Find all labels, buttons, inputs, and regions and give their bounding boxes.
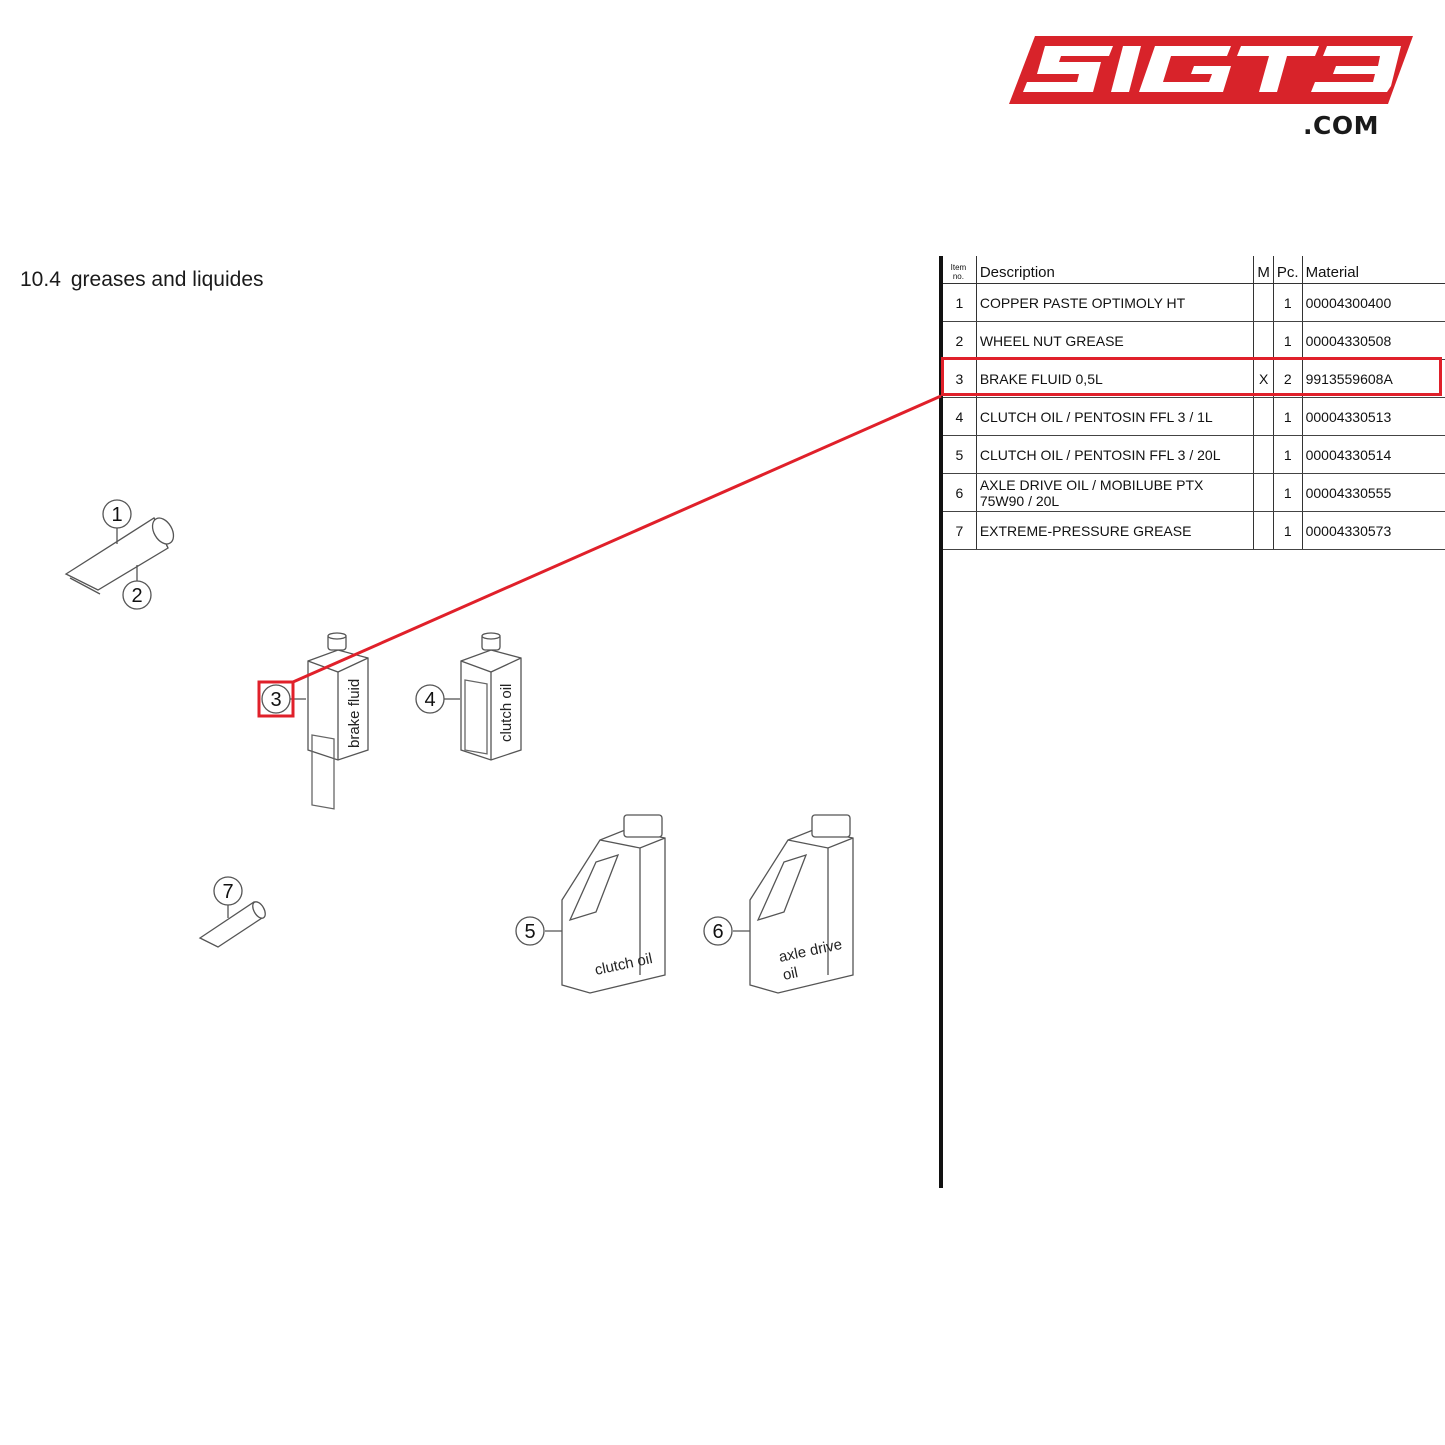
row-m: [1253, 435, 1274, 474]
row-m: [1253, 473, 1274, 512]
callout-6[interactable]: 6: [712, 921, 723, 943]
row-material[interactable]: 00004330514: [1301, 435, 1445, 474]
row-m: [1253, 283, 1274, 322]
section-number: 10.4: [20, 268, 61, 291]
row-description: BRAKE FLUID 0,5L: [975, 359, 1254, 398]
logo-domain-suffix: .COM: [1303, 111, 1379, 140]
header-material: Material: [1301, 256, 1445, 284]
table-row-highlighted[interactable]: 3 BRAKE FLUID 0,5L X 2 9913559608A: [943, 359, 1445, 398]
row-material[interactable]: 00004330513: [1301, 397, 1445, 436]
header-description: Description: [975, 256, 1254, 284]
row-description: CLUTCH OIL / PENTOSIN FFL 3 / 20L: [975, 435, 1254, 474]
callout-3[interactable]: 3: [270, 689, 281, 711]
row-material[interactable]: 9913559608A: [1301, 359, 1445, 398]
callout-1[interactable]: 1: [111, 504, 122, 526]
row-item-no: 1: [943, 283, 977, 322]
table-row[interactable]: 1 COPPER PASTE OPTIMOLY HT 1 00004300400: [943, 283, 1445, 322]
row-material[interactable]: 00004300400: [1301, 283, 1445, 322]
row-item-no: 6: [943, 473, 977, 512]
header-item-no: Item no.: [943, 256, 977, 284]
highlight-connector-line: [292, 394, 942, 684]
row-material[interactable]: 00004330573: [1301, 511, 1445, 550]
row-pc: 1: [1272, 473, 1303, 512]
section-title: 10.4 greases and liquides: [20, 268, 274, 292]
row-description: AXLE DRIVE OIL / MOBILUBE PTX 75W90 / 20…: [975, 473, 1254, 512]
table-divider-line: [939, 256, 943, 1188]
callout-3-highlight: [257, 680, 295, 718]
clutch-oil-small-label: clutch oil: [498, 684, 515, 742]
row-item-no: 3: [943, 359, 977, 398]
table-row[interactable]: 4 CLUTCH OIL / PENTOSIN FFL 3 / 1L 1 000…: [943, 397, 1445, 436]
sigt3-logo: [1009, 36, 1413, 104]
row-m: [1253, 511, 1274, 550]
row-item-no: 2: [943, 321, 977, 360]
parts-table: Item no. Description M Pc. Material 1 CO…: [943, 256, 1445, 550]
callout-7[interactable]: 7: [222, 881, 233, 903]
axle-drive-label-line2: oil: [781, 964, 799, 984]
table-row[interactable]: 5 CLUTCH OIL / PENTOSIN FFL 3 / 20L 1 00…: [943, 435, 1445, 474]
callout-4[interactable]: 4: [424, 689, 435, 711]
row-pc: 2: [1272, 359, 1303, 398]
row-m: X: [1253, 359, 1274, 398]
table-row[interactable]: 6 AXLE DRIVE OIL / MOBILUBE PTX 75W90 / …: [943, 473, 1445, 512]
row-pc: 1: [1272, 511, 1303, 550]
section-name: greases and liquides: [70, 268, 264, 291]
row-pc: 1: [1272, 283, 1303, 322]
table-row[interactable]: 7 EXTREME-PRESSURE GREASE 1 00004330573: [943, 511, 1445, 550]
row-item-no: 4: [943, 397, 977, 436]
row-description: COPPER PASTE OPTIMOLY HT: [975, 283, 1254, 322]
row-pc: 1: [1272, 435, 1303, 474]
row-description: EXTREME-PRESSURE GREASE: [975, 511, 1254, 550]
row-m: [1253, 397, 1274, 436]
header-m: M: [1253, 256, 1274, 284]
grease-tube-icon[interactable]: [198, 900, 268, 948]
clutch-oil-bottle-icon[interactable]: [460, 632, 522, 761]
row-pc: 1: [1272, 397, 1303, 436]
callout-5[interactable]: 5: [524, 921, 535, 943]
row-description: CLUTCH OIL / PENTOSIN FFL 3 / 1L: [975, 397, 1254, 436]
row-item-no: 5: [943, 435, 977, 474]
row-item-no: 7: [943, 511, 977, 550]
header-pc: Pc.: [1272, 256, 1303, 284]
table-row[interactable]: 2 WHEEL NUT GREASE 1 00004330508: [943, 321, 1445, 360]
brake-fluid-label: brake fluid: [346, 679, 363, 748]
brake-fluid-bottle-icon[interactable]: [307, 632, 369, 810]
paste-tube-icon[interactable]: [64, 514, 178, 595]
clutch-oil-canister-icon[interactable]: [561, 814, 666, 994]
row-highlight-box: [941, 357, 1442, 396]
axle-drive-oil-canister-icon[interactable]: [749, 814, 854, 994]
table-header-row: Item no. Description M Pc. Material: [943, 256, 1445, 284]
callout-2[interactable]: 2: [131, 585, 142, 607]
row-material[interactable]: 00004330555: [1301, 473, 1445, 512]
